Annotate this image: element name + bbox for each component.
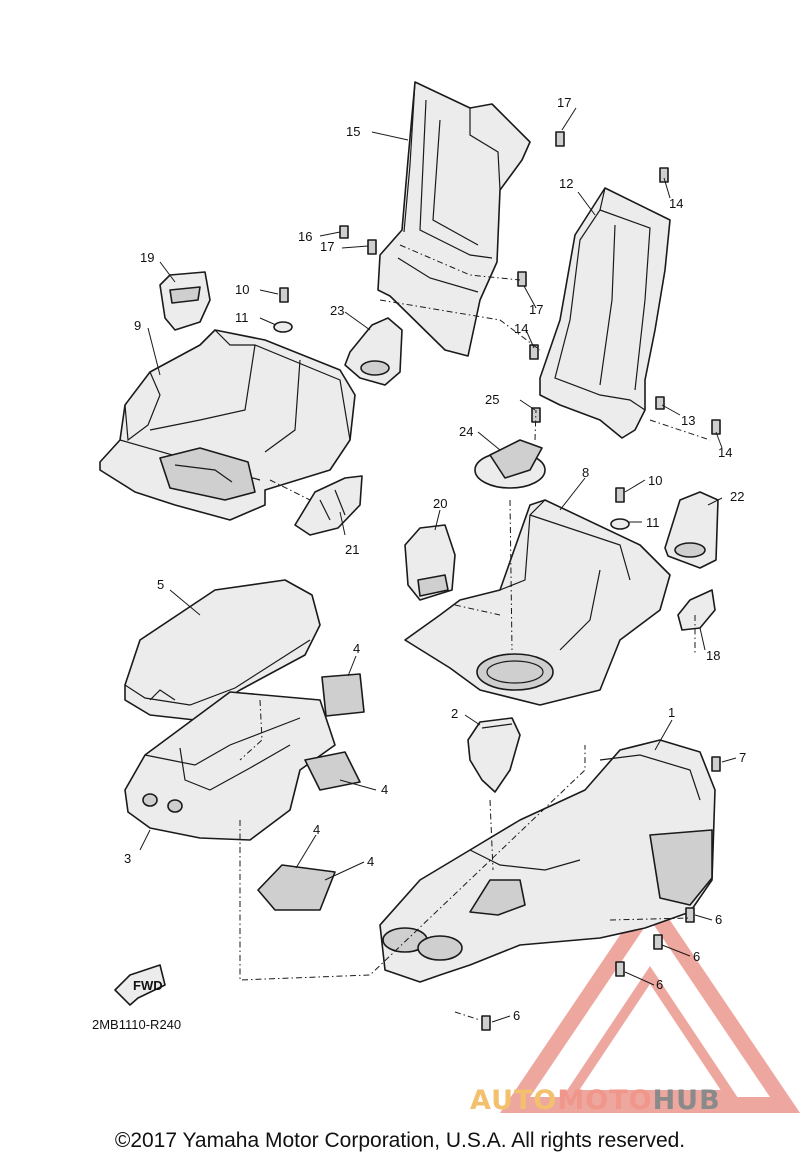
copyright-notice: ©2017 Yamaha Motor Corporation, U.S.A. A…	[114, 1129, 686, 1152]
watermark-triangle-logo	[499, 890, 800, 1113]
callout-7: 7	[739, 750, 746, 765]
callout-11: 11	[235, 310, 249, 325]
callout-14: 14	[718, 445, 732, 460]
part-4-mat-b	[304, 751, 361, 791]
callout-4: 4	[381, 782, 388, 797]
fastener-icons	[273, 131, 721, 1031]
part-19-bracket	[159, 271, 211, 331]
part-15-rear-panel	[377, 81, 531, 357]
callout-17: 17	[557, 95, 571, 110]
callout-18: 18	[706, 648, 720, 663]
callout-4: 4	[353, 641, 360, 656]
fwd-arrow: FWD	[114, 964, 166, 1006]
callout-17: 17	[529, 302, 543, 317]
callout-21: 21	[345, 542, 359, 557]
callout-22: 22	[730, 489, 744, 504]
callout-3: 3	[124, 851, 131, 866]
part-8-floor-tray	[404, 499, 671, 706]
callout-5: 5	[157, 577, 164, 592]
callout-6: 6	[513, 1008, 520, 1023]
callout-15: 15	[346, 124, 360, 139]
callout-4: 4	[367, 854, 374, 869]
callout-11: 11	[646, 515, 660, 530]
callout-20: 20	[433, 496, 447, 511]
leader-lines	[139, 107, 737, 1023]
part-9-floor-tray	[99, 329, 356, 521]
callout-13: 13	[681, 413, 695, 428]
watermark-hub: HUB	[652, 1085, 721, 1116]
callout-24: 24	[459, 424, 473, 439]
callout-6: 6	[715, 912, 722, 927]
part-4-mat-c	[257, 864, 336, 911]
callout-6: 6	[693, 949, 700, 964]
callout-9: 9	[134, 318, 141, 333]
callout-12: 12	[559, 176, 573, 191]
part-4-mat-a	[321, 673, 365, 717]
part-21-cover	[294, 475, 363, 536]
callout-6: 6	[656, 977, 663, 992]
diagram-code: 2MB1110-R240	[92, 1017, 182, 1032]
callout-14: 14	[669, 196, 683, 211]
callout-2: 2	[451, 706, 458, 721]
callout-19: 19	[140, 250, 154, 265]
callout-1: 1	[668, 705, 675, 720]
part-1-center-console	[379, 739, 716, 983]
callout-16: 16	[298, 229, 312, 244]
watermark-logo-text: AUTOMOTOHUB	[470, 1085, 721, 1116]
watermark-moto: MOTO	[557, 1085, 653, 1116]
part-5-lid	[124, 579, 321, 721]
callout-14: 14	[514, 321, 528, 336]
watermark-auto: AUTO	[470, 1085, 558, 1116]
callout-25: 25	[485, 392, 499, 407]
part-3-storage-box	[124, 691, 336, 841]
callout-8: 8	[582, 465, 589, 480]
part-2-shift-knob	[467, 717, 521, 793]
part-20-cup-holder	[404, 524, 456, 601]
callout-labels: 1 2 3 4 4 4 4 5 6 6 6 6 7 8 9 10 10 11 1…	[124, 95, 746, 1023]
part-12-right-panel	[539, 187, 671, 439]
callout-23: 23	[330, 303, 344, 318]
part-24-plate	[474, 439, 546, 489]
callout-10: 10	[648, 473, 662, 488]
part-22-cup-holder	[664, 491, 719, 569]
part-18-bracket	[677, 589, 716, 631]
callout-4: 4	[313, 822, 320, 837]
assembly-lines	[239, 244, 711, 1021]
part-23-cup-holder	[344, 317, 403, 386]
fwd-label: FWD	[133, 978, 163, 993]
callout-17: 17	[320, 239, 334, 254]
callout-10: 10	[235, 282, 249, 297]
